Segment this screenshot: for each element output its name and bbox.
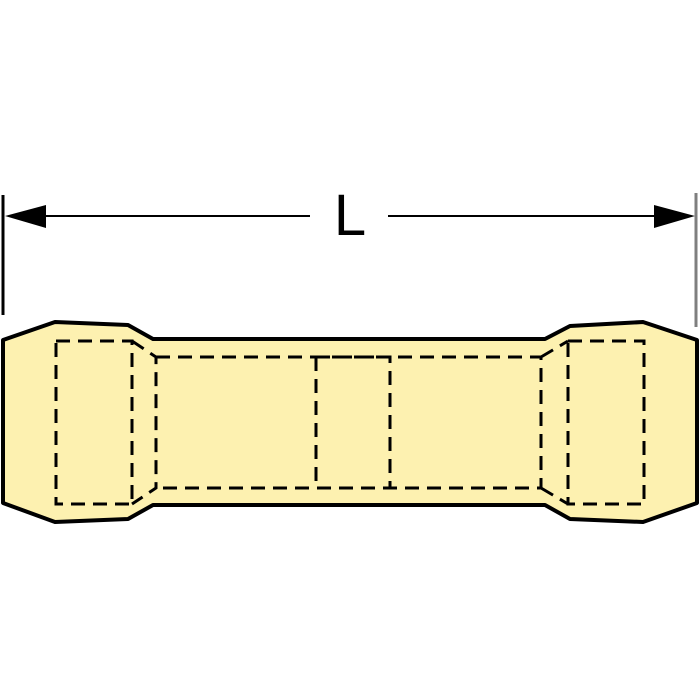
hidden-lines — [54, 339, 646, 506]
right-barrel-hidden — [566, 339, 646, 506]
left-barrel-hidden — [54, 339, 134, 506]
dimension-line — [5, 205, 695, 228]
left-arrowhead-icon — [5, 205, 46, 228]
connector-body — [1, 320, 699, 524]
center-sleeve-hidden — [131, 339, 569, 506]
right-arrowhead-icon — [654, 205, 695, 228]
length-dimension-label: L — [333, 183, 367, 248]
wire-stop-hidden — [314, 355, 392, 490]
